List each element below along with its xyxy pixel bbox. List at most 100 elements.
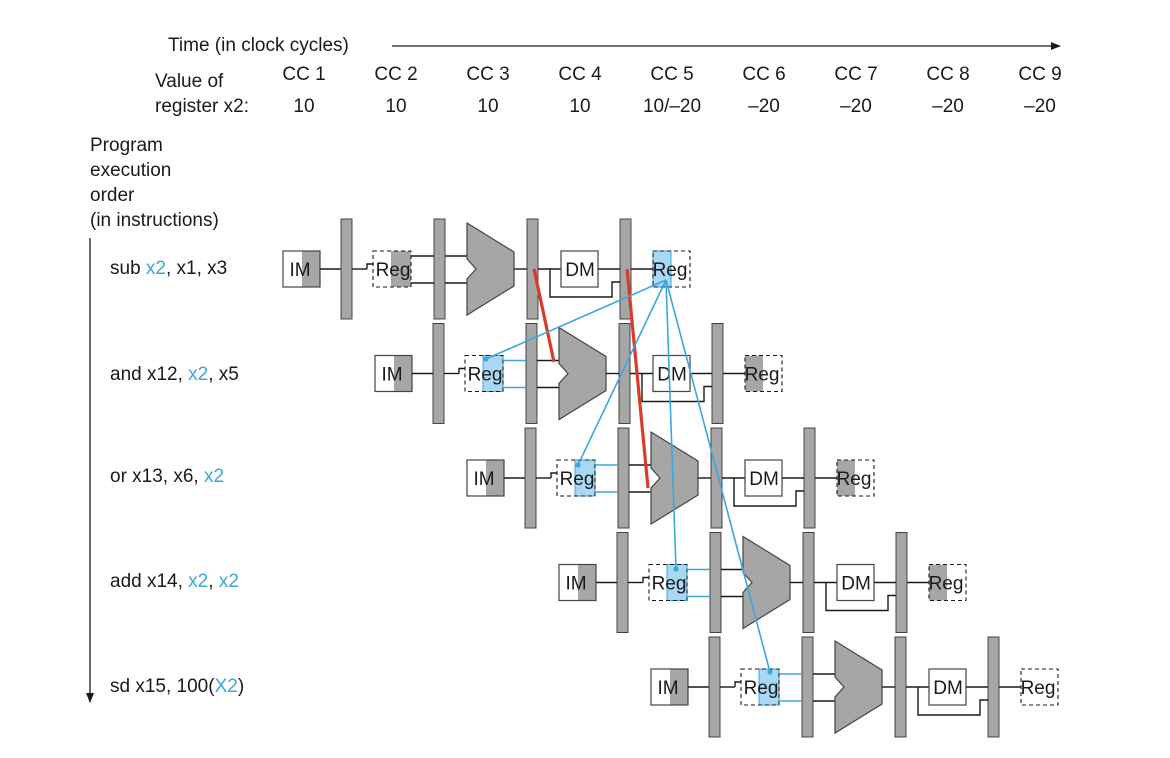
reg-write-label: Reg: [837, 469, 872, 490]
instruction-register-x2: x2: [188, 364, 209, 385]
cc-label: CC 6: [742, 64, 786, 85]
reg-write-box: [652, 250, 691, 288]
reg-read-shade: [391, 251, 411, 287]
instruction-register-x2: x2: [145, 258, 166, 279]
time-axis-label: Time (in clock cycles): [168, 35, 349, 56]
alu-shape: [466, 221, 515, 317]
instruction-label: or x13, x6, x2: [110, 466, 224, 488]
im-label: IM: [565, 574, 586, 595]
dependency-line: [665, 279, 771, 673]
alu-shape: [558, 326, 607, 421]
instruction-part: add x14,: [110, 571, 189, 592]
register-value: 10: [477, 96, 499, 117]
dependency-dot: [483, 356, 489, 362]
pipeline-register: [710, 427, 723, 529]
instruction-register-x2: x2: [204, 466, 225, 487]
cc-label: CC 7: [834, 64, 878, 85]
dependency-line: [577, 279, 667, 466]
register-value: 10: [293, 96, 315, 117]
im-label: IM: [473, 469, 494, 490]
instruction-label: and x12, x2, x5: [110, 364, 239, 386]
dm-box: [836, 563, 875, 602]
instruction-part: ,: [208, 571, 219, 592]
pipeline-register: [802, 532, 815, 633]
dm-label: DM: [657, 365, 687, 386]
register-value: 10: [385, 96, 407, 117]
dm-bypass-wire: [825, 582, 896, 612]
register-value: –20: [840, 96, 872, 117]
dm-label: DM: [933, 678, 963, 699]
instruction-register-x2: X2: [214, 676, 238, 697]
reg-read-box: [740, 668, 780, 706]
im-shade: [394, 355, 412, 392]
im-shade: [670, 669, 688, 705]
reg-read-label: Reg: [652, 574, 687, 595]
cc-label: CC 2: [374, 64, 418, 85]
reg-write-box: [836, 459, 875, 497]
wire: [734, 681, 741, 687]
register-value: –20: [932, 96, 964, 117]
reg-read-box: [556, 459, 596, 497]
pipeline-register: [617, 427, 630, 529]
cc-label: CC 5: [650, 64, 694, 85]
reg-write-box: [744, 354, 783, 393]
pipeline-register: [525, 323, 538, 424]
instruction-part: ): [237, 676, 245, 697]
reg-read-box: [372, 250, 412, 288]
pipeline-register: [895, 532, 908, 633]
im-label: IM: [289, 260, 310, 281]
instruction-part: sd x15, 100(: [110, 676, 215, 697]
wire: [458, 367, 465, 374]
pipeline-register: [708, 636, 721, 738]
cc-label: CC 8: [926, 64, 970, 85]
im-label: IM: [381, 365, 402, 386]
reg-read-label: Reg: [744, 678, 779, 699]
dm-bypass-wire: [733, 478, 804, 507]
pipeline-register: [894, 636, 907, 738]
cc-label: CC 4: [558, 64, 602, 85]
order-label-line: order: [90, 185, 135, 206]
dependency-overlay: [483, 268, 773, 675]
register-value: 10/–20: [642, 96, 702, 117]
reg-read-label: Reg: [560, 469, 595, 490]
register-value-label-1: Value of: [155, 71, 224, 92]
reg-write-shade: [745, 355, 763, 392]
dependency-dot: [575, 462, 581, 468]
pipeline-register: [433, 218, 446, 320]
pipeline-register: [709, 532, 722, 633]
reg-write-label: Reg: [929, 574, 964, 595]
instruction-label: sd x15, 100(X2): [110, 676, 244, 698]
dm-bypass-wire: [641, 373, 712, 403]
order-label-line: execution: [90, 160, 172, 181]
pipeline-register: [432, 323, 445, 424]
instruction-label: add x14, x2, x2: [110, 571, 239, 593]
pipeline-register: [526, 218, 539, 320]
instruction-part: and x12,: [110, 364, 189, 385]
dm-box: [744, 459, 783, 497]
pipeline-register: [803, 427, 816, 529]
reg-write-label: Reg: [1021, 678, 1056, 699]
im-label: IM: [657, 678, 678, 699]
dm-label: DM: [565, 260, 595, 281]
register-value-label-2: register x2:: [155, 96, 249, 117]
reg-write-box: [1020, 668, 1059, 706]
instruction-register-x2: x2: [218, 571, 239, 592]
dependency-line: [485, 279, 667, 360]
reg-read-box: [648, 563, 688, 602]
dm-bypass-wire: [549, 269, 620, 298]
reg-write-shade: [837, 460, 855, 496]
pipeline-row: IM Reg DM Reg: [650, 636, 1059, 738]
pipeline-register: [987, 636, 1000, 738]
reg-read-label: Reg: [376, 260, 411, 281]
order-label-line: (in instructions): [90, 210, 219, 231]
dependency-dot: [767, 669, 773, 675]
wire: [366, 263, 373, 269]
order-label-line: Program: [90, 135, 163, 156]
reg-read-box: [464, 354, 504, 393]
pipeline-register: [340, 218, 353, 320]
